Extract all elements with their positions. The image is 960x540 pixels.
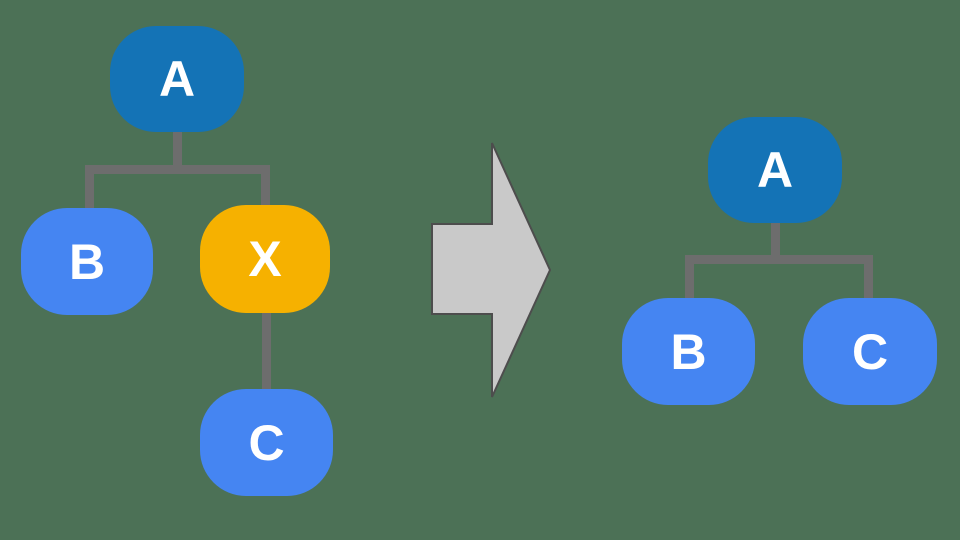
left-tree-edge-a-down: [173, 128, 182, 168]
left-tree-node-x-label: X: [248, 231, 282, 287]
transform-arrow-shape: [431, 142, 552, 398]
right-tree-edge-to-b: [685, 258, 694, 303]
right-tree-edge-a-down: [771, 220, 780, 260]
left-tree-node-c-label: C: [248, 414, 285, 471]
right-tree-node-a: A: [708, 117, 842, 223]
right-tree-edge-horizontal: [685, 255, 873, 264]
right-tree-node-b-label: B: [670, 323, 707, 380]
left-tree-node-c: C: [200, 389, 333, 496]
left-tree-node-b-label: B: [68, 233, 106, 290]
left-tree-node-a: A: [110, 26, 244, 132]
right-tree-node-a-label: A: [756, 142, 794, 198]
right-tree-node-c-label: C: [851, 323, 889, 380]
left-tree-node-x-highlighted: X: [200, 205, 330, 313]
left-tree-edge-x-to-c: [262, 310, 271, 394]
right-tree-node-b: B: [622, 298, 755, 405]
right-tree-node-c: C: [803, 298, 937, 405]
left-tree-edge-to-x: [261, 168, 270, 210]
left-tree-edge-to-b: [85, 168, 94, 214]
right-tree-edge-to-c: [864, 258, 873, 303]
left-tree-node-a-label: A: [158, 51, 196, 107]
left-tree-node-b: B: [21, 208, 153, 315]
left-tree-edge-horizontal: [85, 165, 270, 174]
